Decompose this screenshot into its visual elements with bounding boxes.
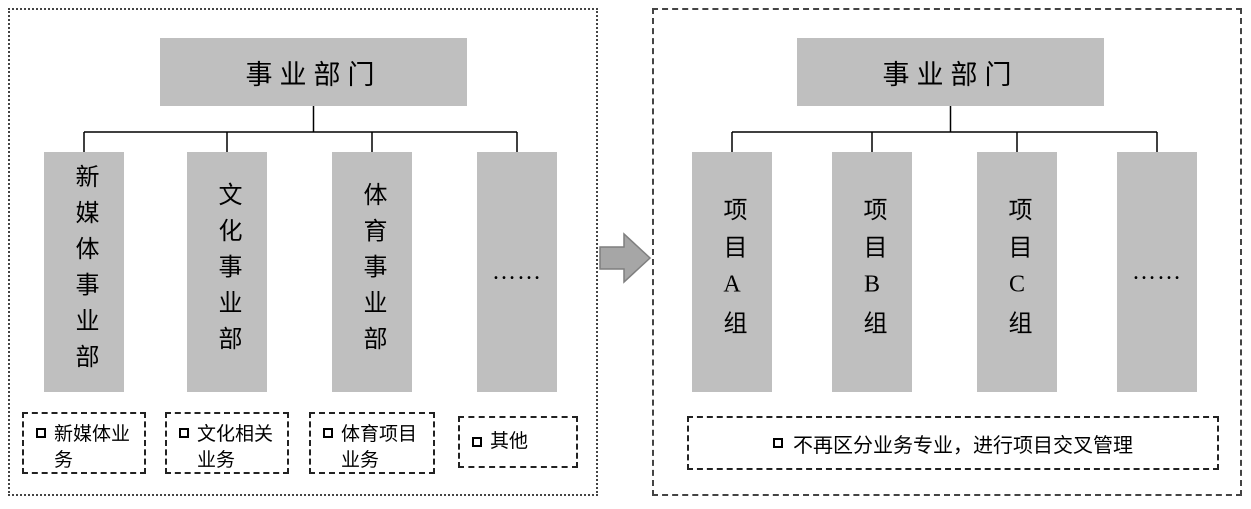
- note-label: 其他: [490, 431, 529, 453]
- right-root-box: 事业部门: [797, 38, 1104, 106]
- right-org-panel: 事业部门 项目A组 项目B组 项目C组 …… 不再区分业务专业，进行项目交叉管理: [652, 8, 1242, 496]
- left-org-panel: 事业部门 新媒体事业部 文化事业部 体育事业部 …… 新媒体业务 文化相关业务 …: [8, 8, 598, 496]
- dept-label-ellipsis: ……: [492, 258, 542, 285]
- note-box-cross-management: 不再区分业务专业，进行项目交叉管理: [687, 416, 1219, 470]
- bullet-square-icon: [179, 428, 189, 438]
- note-label: 不再区分业务专业，进行项目交叉管理: [793, 434, 1133, 457]
- group-box-b: 项目B组: [832, 152, 912, 392]
- dept-label: 新媒体事业部: [71, 164, 97, 380]
- bullet-square-icon: [773, 438, 783, 448]
- dept-label: 体育事业部: [359, 182, 385, 362]
- dept-box-culture: 文化事业部: [187, 152, 267, 392]
- dept-box-sports: 体育事业部: [332, 152, 412, 392]
- note-box-new-media-business: 新媒体业务: [22, 412, 146, 474]
- dept-box-others: ……: [477, 152, 557, 392]
- group-label: 项目B组: [859, 196, 885, 348]
- note-label: 文化相关业务: [197, 424, 274, 471]
- dept-box-new-media: 新媒体事业部: [44, 152, 124, 392]
- left-root-label: 事业部门: [245, 59, 382, 90]
- right-root-label: 事业部门: [882, 59, 1019, 90]
- group-box-a: 项目A组: [692, 152, 772, 392]
- bullet-square-icon: [323, 428, 333, 438]
- bullet-square-icon: [36, 428, 46, 438]
- group-box-c: 项目C组: [977, 152, 1057, 392]
- note-label: 新媒体业务: [54, 424, 131, 471]
- note-box-culture-business: 文化相关业务: [165, 412, 289, 474]
- transition-arrow-icon: [599, 232, 652, 284]
- group-label-ellipsis: ……: [1132, 258, 1182, 285]
- bullet-square-icon: [472, 437, 482, 447]
- note-box-sports-business: 体育项目业务: [309, 412, 435, 474]
- group-box-others: ……: [1117, 152, 1197, 392]
- left-root-box: 事业部门: [160, 38, 467, 106]
- note-box-other: 其他: [458, 416, 578, 468]
- group-label: 项目A组: [719, 196, 745, 348]
- group-label: 项目C组: [1004, 196, 1030, 348]
- dept-label: 文化事业部: [214, 182, 240, 362]
- note-label: 体育项目业务: [341, 424, 418, 471]
